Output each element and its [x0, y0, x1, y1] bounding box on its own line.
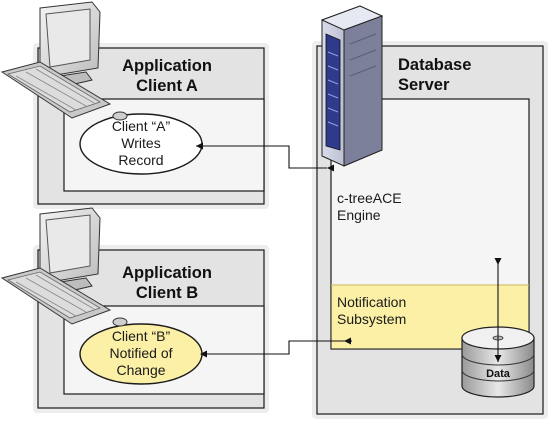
notify-arrow-connector — [206, 340, 352, 355]
client-b-bubble-line1: Client “B” — [112, 328, 171, 344]
server-title-line1: Database — [398, 56, 471, 74]
computer-b-icon — [0, 207, 128, 327]
engine-data-arrow-top — [494, 258, 502, 265]
client-a-bubble-line2: Writes — [121, 135, 160, 151]
client-a-title-line1: Application — [122, 57, 212, 75]
server-tower-icon — [320, 5, 384, 167]
engine-label-line2: Engine — [337, 207, 381, 223]
client-a-panel: Application Client A Client “A” Writes R… — [33, 43, 269, 209]
client-a-bubble-line1: Client “A” — [112, 118, 171, 134]
client-b-bubble-line2: Notified of — [109, 345, 172, 361]
client-b-title-line2: Client B — [136, 284, 198, 302]
write-arrow-head-server — [327, 164, 334, 172]
client-b-bubble-line3: Change — [116, 362, 165, 378]
data-label: Data — [486, 368, 511, 380]
notification-label-line1: Notification — [337, 294, 406, 310]
computer-a-icon — [0, 1, 128, 121]
write-arrow-tail-client — [196, 142, 203, 150]
server-title-line2: Server — [398, 76, 450, 94]
engine-data-arrow-bottom — [494, 355, 502, 362]
notify-arrow-head-subsystem — [344, 337, 351, 345]
data-storage-icon: Data — [461, 326, 535, 398]
notification-label-line2: Subsystem — [337, 311, 406, 327]
client-b-title-line1: Application — [122, 264, 212, 282]
client-a-title-line2: Client A — [136, 77, 198, 95]
engine-label-line1: c-treeACE — [337, 190, 402, 206]
client-a-bubble-line3: Record — [118, 152, 163, 168]
write-arrow-connector — [196, 145, 327, 169]
notify-arrow-head-client — [200, 350, 207, 358]
